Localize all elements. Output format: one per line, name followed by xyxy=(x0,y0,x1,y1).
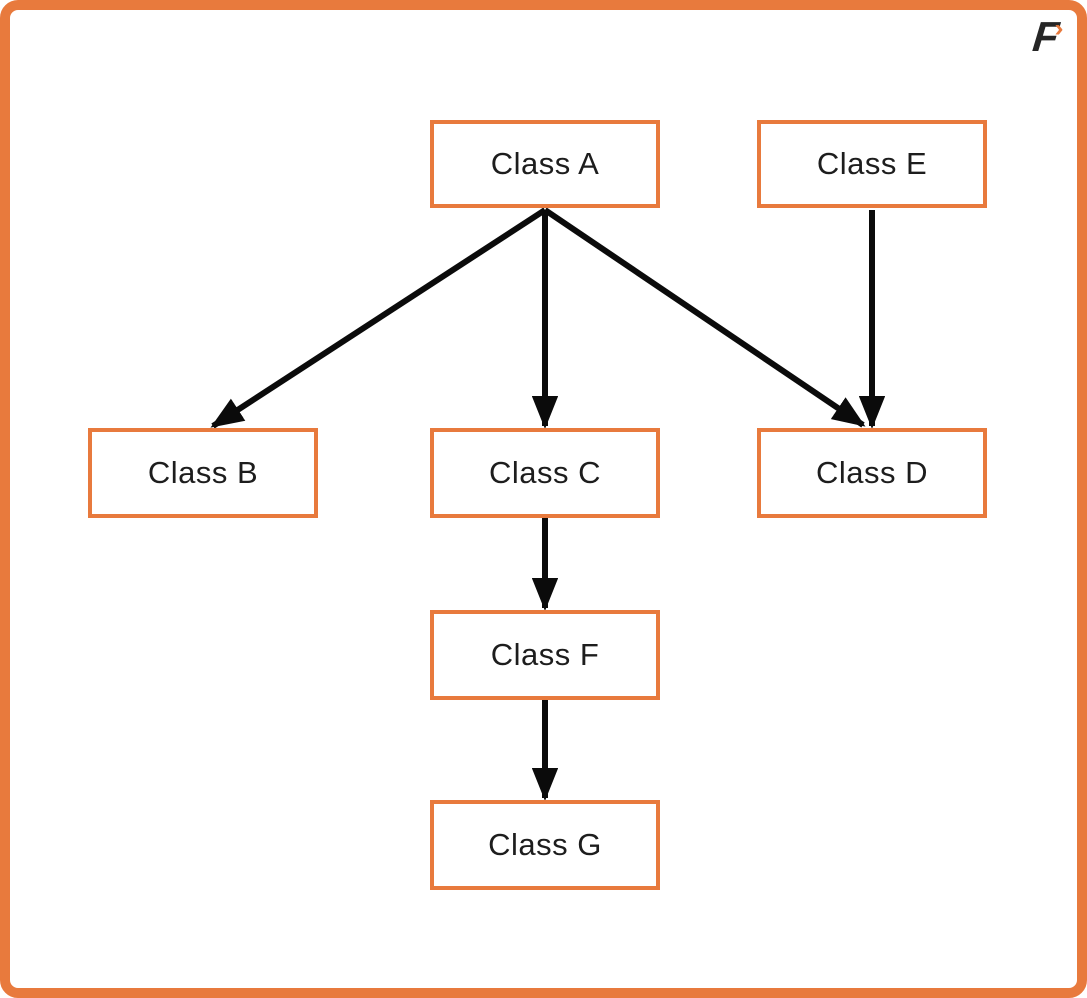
edge-A-D xyxy=(543,207,866,428)
class-node-F: Class F xyxy=(430,610,660,700)
class-node-D: Class D xyxy=(757,428,987,518)
edge-A-B xyxy=(210,207,547,429)
class-node-E: Class E xyxy=(757,120,987,208)
class-node-C: Class C xyxy=(430,428,660,518)
logo-chevron-icon: › xyxy=(1054,15,1064,42)
class-node-G: Class G xyxy=(430,800,660,890)
brand-logo: F › xyxy=(1031,13,1064,60)
class-node-A: Class A xyxy=(430,120,660,208)
class-node-B: Class B xyxy=(88,428,318,518)
